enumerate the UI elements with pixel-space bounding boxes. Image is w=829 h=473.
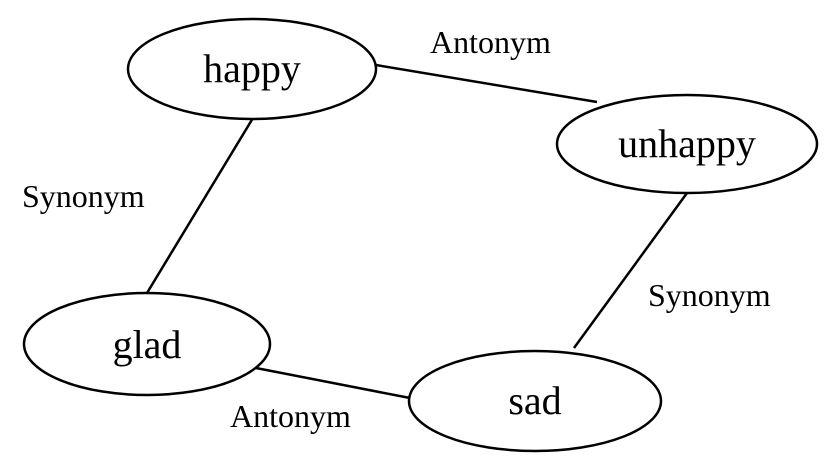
node-sad: sad	[407, 349, 663, 453]
edge-label-glad-sad: Antonym	[230, 398, 351, 434]
node-unhappy: unhappy	[555, 93, 819, 195]
edge-unhappy-sad	[572, 192, 689, 349]
edge-label-happy-glad: Synonym	[22, 178, 145, 214]
node-unhappy-label: unhappy	[618, 121, 756, 166]
node-sad-label: sad	[508, 378, 561, 423]
node-sad-ellipse	[407, 349, 663, 453]
edge-label-happy-unhappy: Antonym	[430, 24, 551, 60]
node-unhappy-ellipse	[555, 93, 819, 195]
node-happy: happy	[126, 17, 378, 121]
edge-label-unhappy-sad: Synonym	[648, 277, 771, 313]
node-happy-ellipse	[126, 17, 378, 121]
node-glad: glad	[22, 291, 272, 397]
edge-happy-glad	[145, 117, 255, 294]
edge-happy-unhappy	[375, 63, 598, 104]
edge-glad-sad	[255, 366, 411, 400]
node-happy-label: happy	[203, 46, 301, 91]
node-glad-ellipse	[22, 291, 272, 397]
node-glad-label: glad	[113, 322, 182, 367]
